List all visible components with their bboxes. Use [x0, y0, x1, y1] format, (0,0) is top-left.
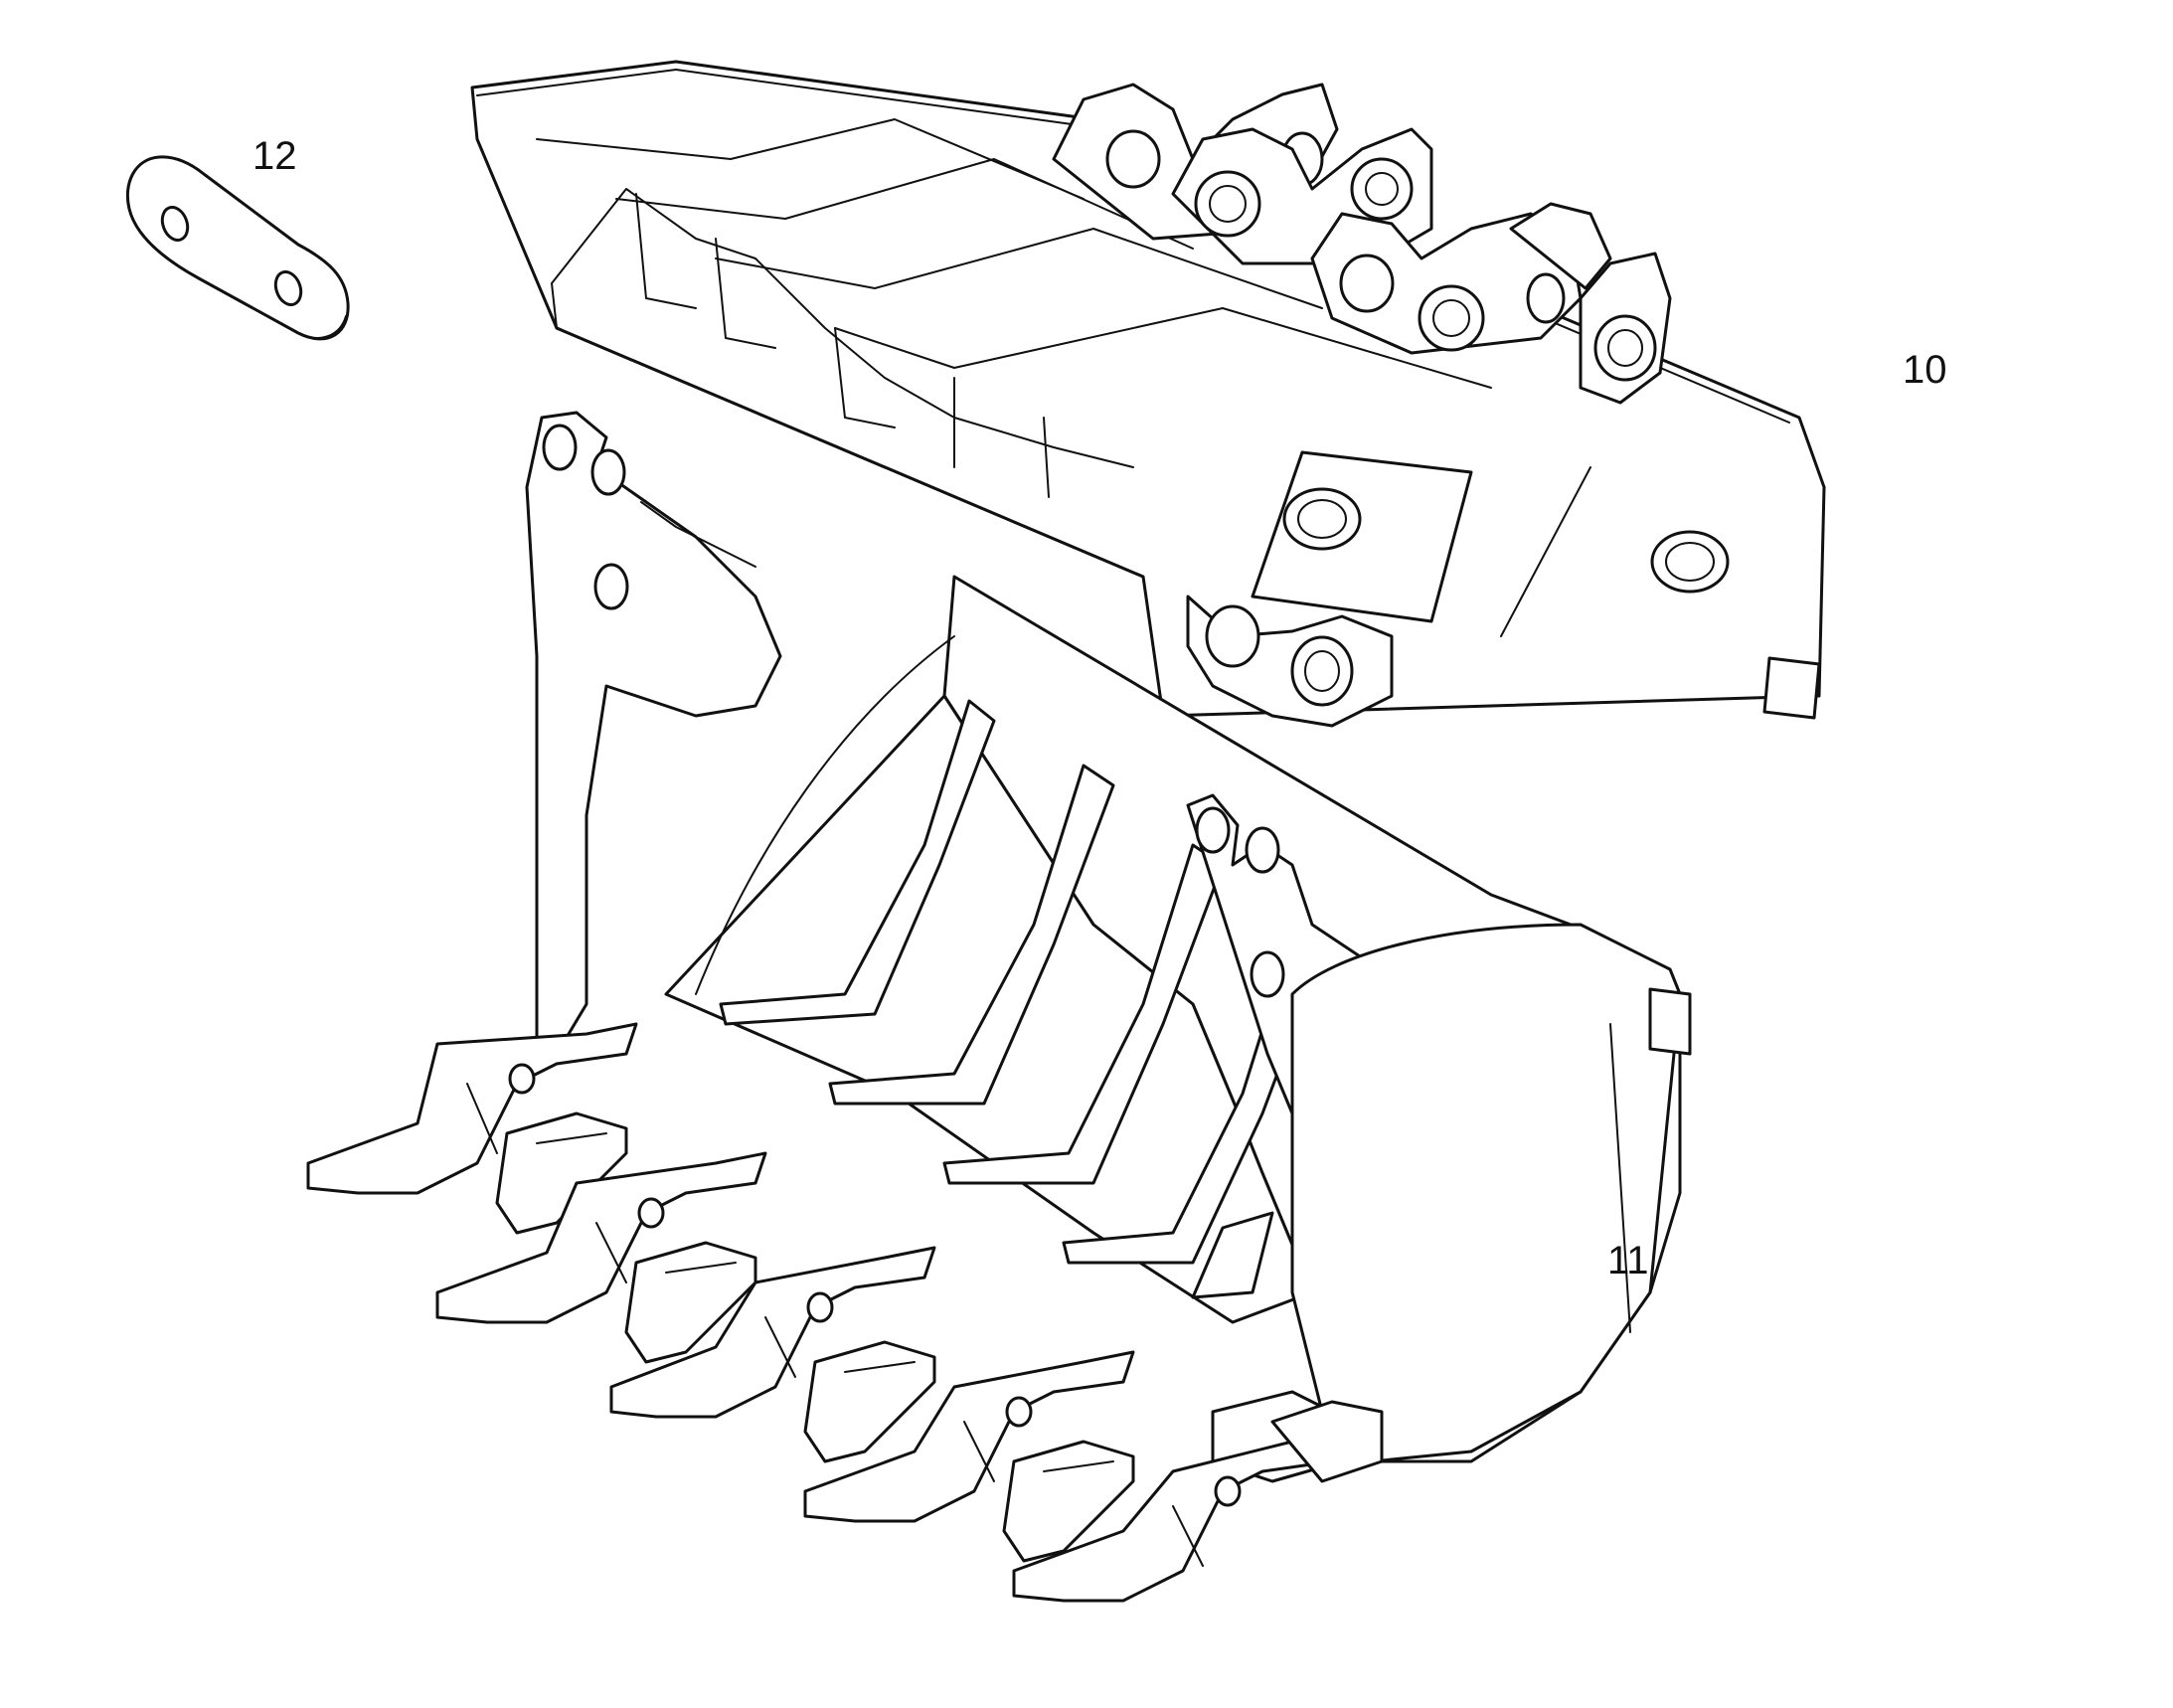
mounting-frame-part — [470, 60, 1826, 728]
callout-10: 10 — [1903, 348, 1947, 392]
callout-12: 12 — [252, 134, 297, 178]
link-plate-part — [125, 155, 350, 341]
tooth-adapter — [609, 1246, 936, 1419]
tooth-adapter — [435, 1151, 767, 1324]
bucket-part — [525, 411, 1692, 1483]
tooth-cap — [1002, 1440, 1135, 1563]
tooth-cap — [803, 1340, 936, 1463]
tooth-adapter — [306, 1022, 638, 1195]
tooth-adapter — [803, 1350, 1135, 1523]
tooth-cap — [1270, 1400, 1384, 1483]
callout-11: 11 — [1607, 1239, 1649, 1282]
tooth-row — [306, 1022, 1384, 1603]
tooth-cap — [624, 1241, 757, 1364]
